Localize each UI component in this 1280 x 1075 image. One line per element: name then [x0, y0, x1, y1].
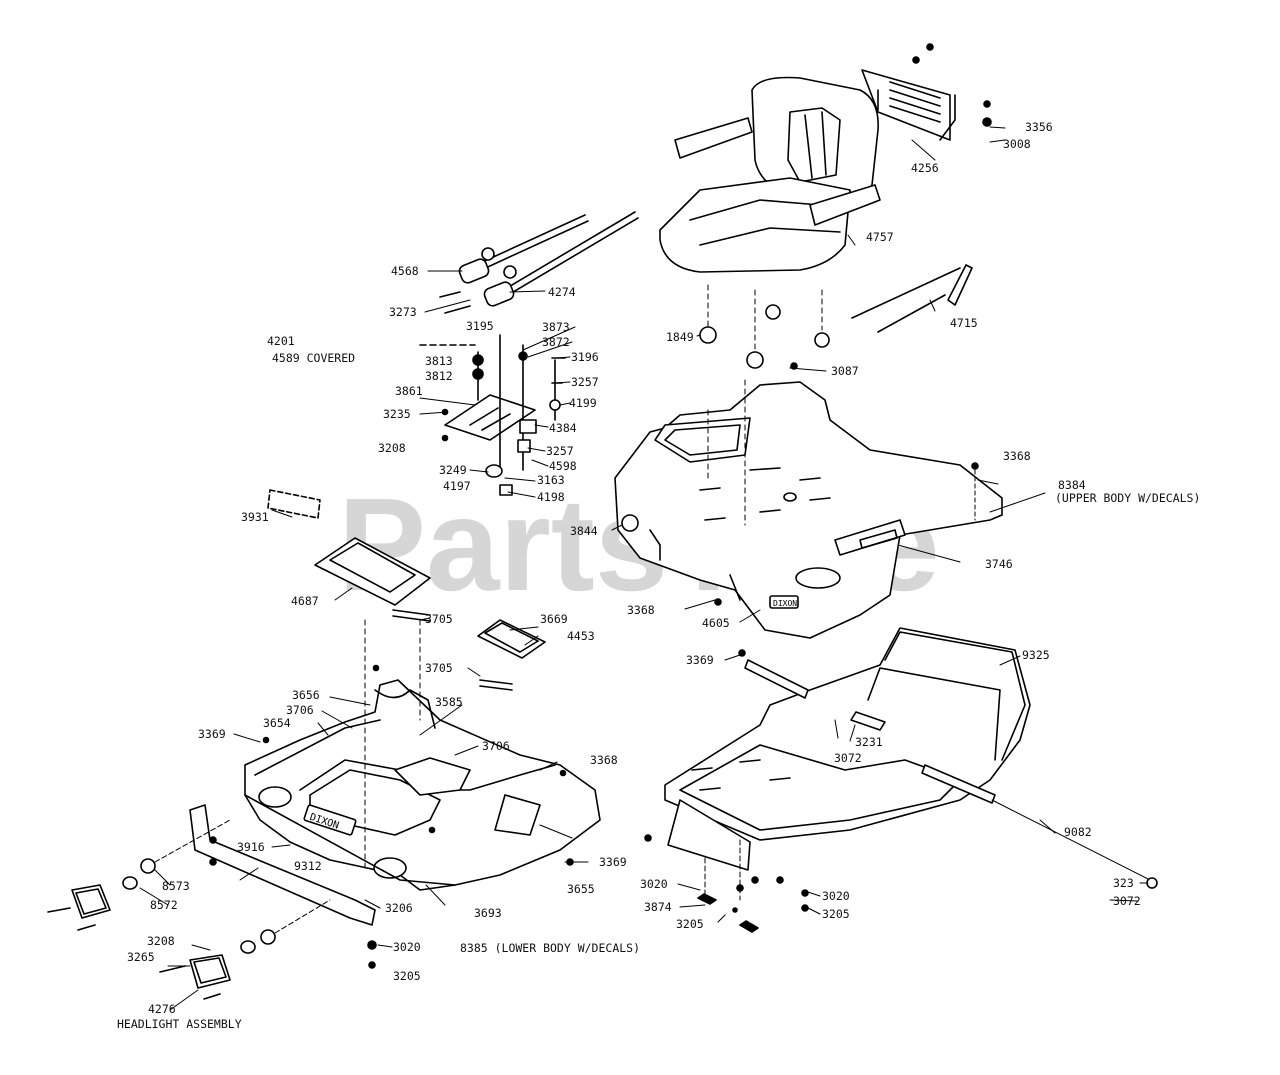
label-3205c: 3205	[822, 907, 850, 921]
label-headlight-assembly: HEADLIGHT ASSEMBLY	[117, 1017, 242, 1031]
label-3705b: 3705	[425, 661, 453, 675]
label-3369a: 3369	[198, 727, 226, 741]
part-labels: 4568 4274 3273 4201 4589 COVERED 3195 38…	[117, 120, 1200, 1031]
label-3072a: 3072	[834, 751, 862, 765]
label-3368a: 3368	[590, 753, 618, 767]
label-3072b: 3072	[1113, 894, 1141, 908]
label-4256: 4256	[911, 161, 939, 175]
label-4198: 4198	[537, 490, 565, 504]
seat-bracket	[861, 43, 992, 141]
label-3249: 3249	[439, 463, 467, 477]
label-3195: 3195	[466, 319, 494, 333]
label-8384: 8384	[1058, 478, 1086, 492]
label-8573: 8573	[162, 879, 190, 893]
seat	[659, 76, 881, 369]
floor-plates	[267, 489, 546, 871]
label-8385: 8385 (LOWER BODY W/DECALS)	[460, 941, 640, 955]
control-plate-assembly	[419, 334, 566, 496]
label-3273: 3273	[389, 305, 417, 319]
label-3705a: 3705	[425, 612, 453, 626]
label-3235: 3235	[383, 407, 411, 421]
label-3585: 3585	[435, 695, 463, 709]
label-3206: 3206	[385, 901, 413, 915]
label-3368c: 3368	[627, 603, 655, 617]
leader-lines	[139, 126, 1149, 1011]
label-4274: 4274	[548, 285, 576, 299]
label-3020b: 3020	[640, 877, 668, 891]
label-3196: 3196	[571, 350, 599, 364]
label-3746: 3746	[985, 557, 1013, 571]
label-1849: 1849	[666, 330, 694, 344]
label-4276: 4276	[148, 1002, 176, 1016]
label-3208b: 3208	[147, 934, 175, 948]
label-3020a: 3020	[393, 940, 421, 954]
label-3861: 3861	[395, 384, 423, 398]
label-3257b: 3257	[546, 444, 574, 458]
label-323: 323	[1113, 876, 1134, 890]
label-4453: 4453	[567, 629, 595, 643]
label-3669: 3669	[540, 612, 568, 626]
label-3813: 3813	[425, 354, 453, 368]
label-4197: 4197	[443, 479, 471, 493]
label-3369c: 3369	[686, 653, 714, 667]
label-3008: 3008	[1003, 137, 1031, 151]
label-3205b: 3205	[676, 917, 704, 931]
upper-body: DIXON	[614, 379, 1003, 639]
label-3368b: 3368	[1003, 449, 1031, 463]
label-3087: 3087	[831, 364, 859, 378]
label-4598: 4598	[549, 459, 577, 473]
label-9312: 9312	[294, 859, 322, 873]
label-3874: 3874	[644, 900, 672, 914]
label-4589-covered: 4589 COVERED	[272, 351, 355, 365]
label-4384: 4384	[549, 421, 577, 435]
label-3356: 3356	[1025, 120, 1053, 134]
label-9082: 9082	[1064, 825, 1092, 839]
label-3265a: 3265	[127, 950, 155, 964]
label-4201: 4201	[267, 334, 295, 348]
label-3257a: 3257	[571, 375, 599, 389]
label-4687: 4687	[291, 594, 319, 608]
label-3231: 3231	[855, 735, 883, 749]
hardware-bolts	[262, 362, 979, 913]
label-3655: 3655	[567, 882, 595, 896]
label-8572: 8572	[150, 898, 178, 912]
label-4199: 4199	[569, 396, 597, 410]
upper-body-decal: DIXON	[773, 599, 797, 608]
label-3208a: 3208	[378, 441, 406, 455]
label-3812: 3812	[425, 369, 453, 383]
label-3844: 3844	[570, 524, 598, 538]
label-3873: 3873	[542, 320, 570, 334]
seat-belt	[851, 264, 973, 333]
bumper-headlights	[47, 804, 574, 1000]
label-4715: 4715	[950, 316, 978, 330]
throttle-cable-levers	[439, 211, 639, 314]
label-3872: 3872	[542, 335, 570, 349]
label-3163: 3163	[537, 473, 565, 487]
label-9325: 9325	[1022, 648, 1050, 662]
label-upper-body-decals: (UPPER BODY W/DECALS)	[1055, 491, 1200, 505]
label-4605: 4605	[702, 616, 730, 630]
label-4757: 4757	[866, 230, 894, 244]
lower-body: DIXON	[244, 679, 601, 891]
label-3654: 3654	[263, 716, 291, 730]
label-3693: 3693	[474, 906, 502, 920]
label-3369b: 3369	[599, 855, 627, 869]
label-3916: 3916	[237, 840, 265, 854]
label-4568: 4568	[391, 264, 419, 278]
label-3020c: 3020	[822, 889, 850, 903]
label-3931: 3931	[241, 510, 269, 524]
label-3706b: 3706	[482, 739, 510, 753]
label-3656: 3656	[292, 688, 320, 702]
label-3205a: 3205	[393, 969, 421, 983]
label-3706a: 3706	[286, 703, 314, 717]
